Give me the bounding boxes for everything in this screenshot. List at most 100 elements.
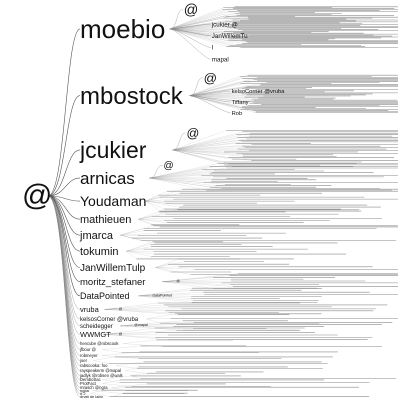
tweet-connector — [172, 148, 238, 151]
tweet-connector — [102, 349, 122, 353]
tweet-connector — [149, 169, 203, 179]
sub-node-rob: Rob — [232, 111, 243, 117]
tweet-connector — [162, 278, 231, 282]
tweet-connector — [172, 130, 227, 151]
node-wwmgt: WWMGT — [80, 330, 111, 339]
tweet-connector — [104, 302, 158, 310]
tweet-connector — [189, 87, 245, 96]
tweet-connector — [120, 228, 144, 236]
tweet-connector — [146, 313, 176, 320]
sub-edge — [169, 28, 211, 36]
tweet-connector — [169, 26, 223, 30]
tweet-connector — [189, 95, 241, 110]
tweet-connector — [189, 82, 267, 96]
tweet-connector — [169, 25, 231, 30]
tweet-connector — [169, 28, 222, 34]
tweet-connector — [189, 85, 260, 96]
tweet-connector — [130, 371, 156, 376]
sub-edge — [172, 132, 186, 151]
tweet-connector — [189, 81, 244, 96]
tweet-connector — [172, 137, 238, 151]
tweet-connector — [104, 334, 156, 338]
tweet-connector — [149, 170, 215, 179]
tweet-connector — [169, 28, 249, 36]
tweet-connector — [138, 294, 205, 297]
tweet-connector — [169, 28, 233, 38]
node-dnati-de-labo: dnati de labo — [80, 394, 104, 399]
tweet-connector — [169, 28, 243, 40]
tweet-connector — [189, 93, 242, 96]
tweet-connector — [138, 295, 193, 301]
tweet-connector — [92, 387, 126, 391]
tweet-connector — [102, 375, 132, 380]
tweet-connector — [104, 306, 169, 310]
tweet-connector — [102, 379, 120, 384]
tweet-connector — [104, 327, 155, 335]
tweet-connector — [172, 149, 229, 158]
tweet-connector — [138, 295, 191, 299]
tweet-connector — [149, 177, 216, 186]
tweet-connector — [92, 390, 123, 394]
edge-arnicas — [47, 177, 81, 197]
tweet-connector — [172, 131, 243, 151]
tweet-connector — [120, 234, 132, 239]
sub-edge — [189, 95, 231, 103]
sub-edge — [162, 280, 176, 282]
tweet-connector — [169, 28, 246, 42]
tweet-connector — [126, 248, 144, 252]
sub-node-datapointed: DataPointed — [152, 293, 172, 297]
tweet-connector — [155, 264, 169, 268]
tweet-connector — [169, 14, 240, 30]
edge-protfact — [47, 195, 81, 384]
sub-edge — [104, 308, 118, 310]
edge-moebio — [47, 28, 81, 197]
tweet-connector — [189, 95, 248, 106]
tweet-connector — [104, 309, 169, 313]
tweet-connector — [120, 225, 153, 236]
edge-dembosac — [47, 195, 81, 380]
tweet-connector — [145, 191, 168, 202]
tweet-connector — [169, 28, 243, 31]
node-rabscooka-foo: rabscooka: foo — [80, 363, 108, 368]
tweet-connector — [149, 177, 204, 183]
tweet-connector — [169, 9, 223, 30]
node-moritz-stefaner: moritz_stefaner — [80, 277, 145, 288]
tweet-connector — [189, 95, 256, 112]
tweet-connector — [120, 230, 144, 236]
tweet-connector — [149, 177, 225, 185]
tweet-connector — [162, 281, 231, 285]
node-hencube-robscook: hencube @robscook — [80, 341, 119, 346]
tweet-connector — [172, 146, 243, 151]
tweet-connector — [93, 356, 115, 361]
tweet-connector — [189, 92, 248, 96]
tweet-connector — [189, 95, 240, 102]
sub-node-mapal: mapal — [212, 56, 229, 63]
tweet-connector — [189, 94, 247, 96]
tweet-connector — [189, 95, 253, 111]
tweet-connector — [172, 141, 242, 151]
tweet-connector — [169, 10, 238, 30]
tweet-connector — [162, 277, 213, 282]
tweet-connector — [172, 138, 247, 151]
tweet-connector — [169, 28, 228, 40]
tweet-connector — [116, 365, 137, 369]
tweet-connector — [169, 28, 230, 46]
tweet-connector — [138, 218, 152, 225]
tweet-connector — [172, 149, 237, 154]
sub-edge — [189, 95, 231, 113]
tweet-connector — [104, 309, 179, 315]
sub-node-node: @ — [119, 332, 123, 336]
node-mrasch-ngra: mrasch @ngra — [80, 385, 108, 390]
tweet-connector — [90, 393, 110, 397]
tweet-connector — [169, 21, 225, 30]
tweet-connector — [126, 251, 137, 260]
tweet-connector — [172, 149, 252, 161]
sub-edge — [189, 91, 231, 96]
tweet-connector — [189, 86, 247, 96]
tweet-connector — [145, 198, 174, 202]
tweet-connector — [146, 318, 160, 324]
sub-node-node: @ — [176, 279, 180, 283]
tweet-connector — [189, 95, 246, 109]
node-janwillemtulp: JanWillemTulp — [80, 263, 146, 274]
tweet-connector — [162, 281, 213, 289]
